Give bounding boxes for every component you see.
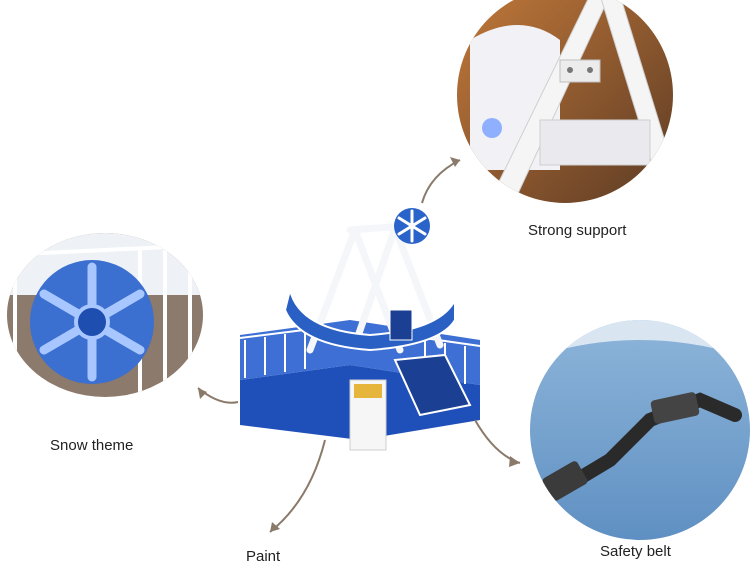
safety-belt-photo — [530, 320, 750, 540]
arrow-to-paint — [269, 439, 326, 533]
strong-support-label: Strong support — [528, 222, 627, 239]
arrow-to-snow-theme — [197, 387, 239, 404]
safety-belt-label: Safety belt — [600, 543, 671, 560]
paint-label: Paint — [246, 548, 281, 565]
pirate-ship-ride — [239, 208, 481, 451]
snow-theme-label: Snow theme — [50, 437, 134, 454]
seat-belt-icon — [542, 392, 742, 501]
snowflake-icon — [30, 260, 154, 384]
arrow-to-strong-support — [421, 159, 461, 204]
arrow-to-safety-belt — [474, 419, 521, 464]
strong-support-photo — [457, 0, 673, 203]
crest-snowflake-icon — [394, 208, 430, 244]
snow-theme-photo — [7, 233, 203, 397]
